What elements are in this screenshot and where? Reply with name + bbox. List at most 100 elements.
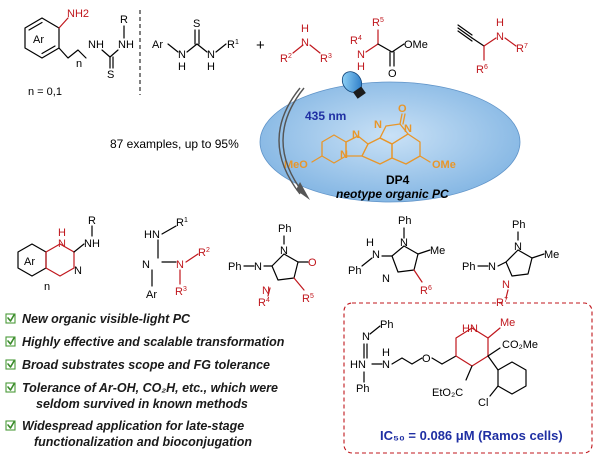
bullet-text-cont: seldom survived in known methods [36,397,248,411]
ar-label: Ar [146,289,157,301]
hn-label: HN [350,359,366,371]
h-label: H [366,237,374,249]
h-1: H [178,61,186,73]
n1-label: N [488,261,496,273]
co2me-label: CO₂Me [502,339,538,351]
checkbox-icon [5,382,16,393]
bullet-text: Broad substrates scope and FG tolerance [22,358,270,372]
reaction-arrow [278,87,310,200]
light-bulb-icon [341,71,366,99]
nh-label: N [382,359,390,371]
amine-secondary: R2 H N R3 [280,23,332,65]
h-label: H [496,17,504,29]
checkbox-icon [5,359,16,370]
catalyst-subtitle: neotype organic PC [336,187,449,201]
bullet-1: New organic visible-light PC [5,312,191,326]
bullet-text-cont: functionalization and bioconjugation [34,435,252,449]
nh-2: NH [84,238,100,250]
r2-label: R2 [198,247,210,259]
ph-left: Ph [462,261,475,273]
bullet-text: Widespread application for late-stage [22,419,244,433]
me-label: Me [500,317,515,329]
r4-label: R4 [258,297,270,309]
checkmark-icon [7,337,15,345]
r4-label: R4 [350,35,362,47]
product-5: Ph N N Ph Me N R7 [462,219,559,309]
me-label: Me [544,249,559,261]
r1-label: R1 [227,39,239,51]
bullet-text: Tolerance of Ar-OH, CO₂H, etc., which we… [22,381,278,395]
propargyl-amine: R6 H N R7 [457,17,528,76]
product-1: Ar H N N NH R n [17,215,100,293]
thio-s: S [107,69,114,81]
catalyst-ellipse [259,81,521,203]
wavelength-label: 435 nm [305,109,346,123]
product-4: Ph N H N Ph Me N R6 [348,215,445,297]
h-label: H [382,347,390,359]
n-1: N [178,49,186,61]
r-label: R [88,215,96,227]
n-label: N [496,31,504,43]
ph-left: Ph [228,261,241,273]
ph-top: Ph [398,215,411,227]
r5-label: R5 [372,17,384,29]
n-atom-2: N [352,129,360,141]
checkbox-icon [5,420,16,431]
application-box: N Ph HN N H Ph O HN Me CO₂Me EtO₂C Cl IC… [343,302,593,454]
r7-label: R7 [516,43,528,55]
me-label: Me [430,245,445,257]
eto2c-label: EtO₂C [432,387,463,399]
ring-label: Ar [33,34,44,46]
n3-label: N [262,285,270,297]
n2-label: N [176,259,184,271]
bullet-4: Tolerance of Ar-OH, CO₂H, etc., which we… [5,381,278,411]
plus-sign: + [256,37,265,54]
n2-label: N [280,245,288,257]
meo-label: MeO [284,159,308,171]
n2-label: N [514,241,522,253]
r6-label: R6 [476,64,488,76]
nh-2: NH [118,39,134,51]
n-atom-1: N [374,119,382,131]
n-range: n = 0,1 [28,86,62,98]
ph-left: Ph [348,265,361,277]
product-3: Ph N N Ph O N R4 R5 [228,223,317,309]
r6-label: R6 [420,285,432,297]
n-label: N [357,49,365,61]
nh-label: N [58,238,66,250]
h-label: H [58,227,66,239]
bullet-text: Highly effective and scalable transforma… [22,335,285,349]
checkmark-icon [7,383,15,391]
h-label: H [301,23,309,35]
dp4-structure: O N N N N MeO OMe [284,103,456,171]
n-label: n [76,58,82,70]
feature-list: New organic visible-light PC Highly effe… [5,312,285,449]
r-label: R [120,14,128,26]
hn-ring: HN [462,323,478,335]
checkbox-icon [5,336,16,347]
ar-label: Ar [24,256,35,268]
r3-label: R3 [320,53,332,65]
n1-label: N [142,259,150,271]
reagent-thiourea: Ar N H S N H R1 [152,18,239,73]
arrow-label: 87 examples, up to 95% [110,137,239,151]
n1-label: N [400,237,408,249]
r3-label: R3 [175,286,187,298]
n-2: N [207,49,215,61]
hn-label: HN [144,229,160,241]
n-label: N [74,265,82,277]
photocatalyst-panel: 435 nm O N N N N MeO OMe DP4 neotype [259,71,521,203]
n2-label: N [382,273,390,285]
application-frame [343,302,593,454]
product-2: HN R1 N Ar N R2 R3 [142,217,210,301]
o-label: O [388,68,397,80]
n-atom-3: N [340,149,348,161]
n-ph-label: N [362,331,370,343]
ic50-label: IC₅₀ = 0.086 μM (Ramos cells) [380,428,563,443]
ph-bottom: Ph [356,383,369,395]
checkmark-icon [7,314,15,322]
n-label: N [301,37,309,49]
catalyst-name: DP4 [386,173,410,187]
r5-label: R5 [302,293,314,305]
